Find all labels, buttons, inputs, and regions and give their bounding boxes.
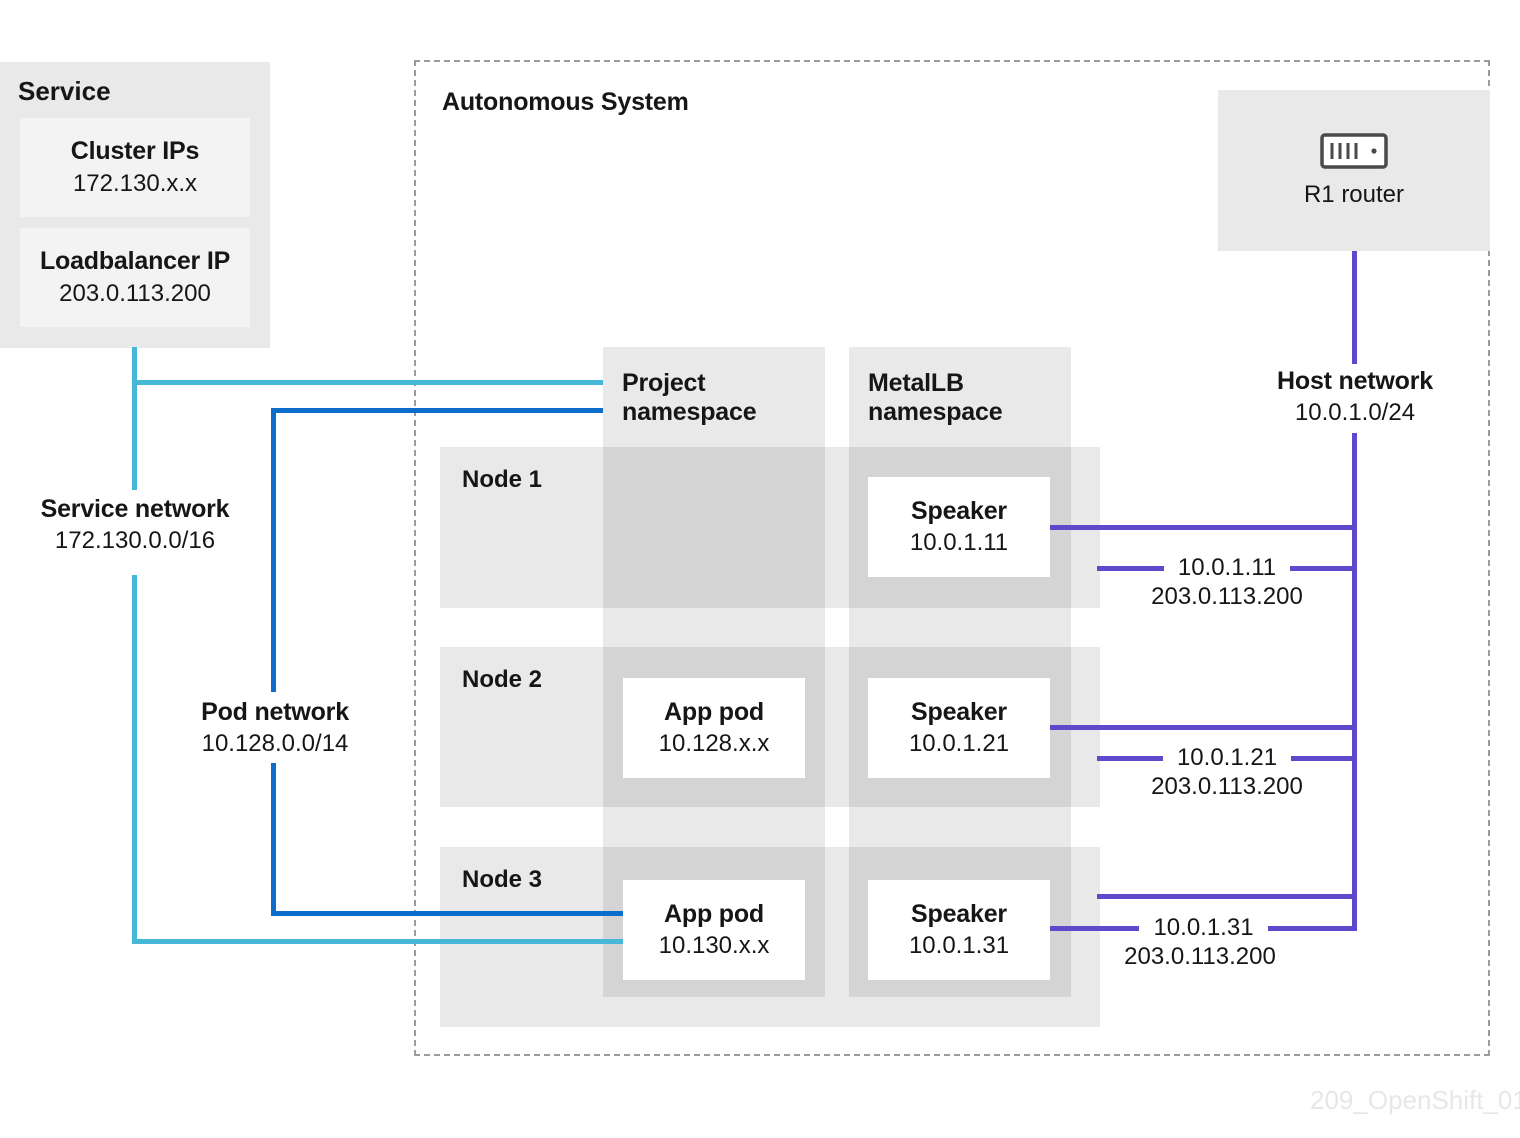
- router-icon: [1320, 132, 1388, 169]
- speaker-ip: 10.0.1.31: [908, 932, 1010, 959]
- cluster-ips-label: Cluster IPs: [70, 137, 200, 165]
- line-segment: [1097, 755, 1163, 761]
- line-segment: [1290, 565, 1357, 571]
- node3-row-to-router-line: [1097, 894, 1357, 899]
- node1-link-vip-label: 203.0.113.200: [1151, 583, 1303, 610]
- service-title: Service: [18, 76, 111, 106]
- node3-link-vip-label: 203.0.113.200: [1124, 943, 1276, 970]
- service-network-cidr: 172.130.0.0/16: [54, 527, 216, 554]
- r1-router-label: R1 router: [1303, 180, 1405, 208]
- service-network-label-block: Service network 172.130.0.0/16: [25, 494, 245, 556]
- autonomous-system-label: Autonomous System: [442, 88, 689, 116]
- loadbalancer-ip-label: Loadbalancer IP: [39, 247, 231, 275]
- project-namespace-label: Project namespace: [622, 369, 757, 426]
- pod-network-branch-to-app-pod: [271, 911, 623, 916]
- service-network-label: Service network: [40, 495, 230, 523]
- loadbalancer-ip-box: Loadbalancer IP 203.0.113.200: [20, 228, 250, 327]
- speaker-label: Speaker: [911, 900, 1007, 928]
- node2-link-ip-label: 10.0.1.21: [1176, 744, 1278, 771]
- service-network-branch-to-project-namespace: [132, 380, 603, 385]
- host-network-label-block: Host network 10.0.1.0/24: [1245, 366, 1465, 428]
- host-network-vertical-lower: [1352, 433, 1357, 930]
- speaker-label: Speaker: [911, 497, 1007, 525]
- loadbalancer-ip-value: 203.0.113.200: [59, 280, 211, 307]
- speaker-label: Speaker: [911, 698, 1007, 726]
- host-network-vertical-upper: [1352, 251, 1357, 364]
- app-pod-ip: 10.130.x.x: [658, 932, 770, 959]
- metallb-namespace-label: MetalLB namespace: [868, 369, 1003, 426]
- node1-speaker-to-router-line: [1050, 525, 1357, 530]
- app-pod-box-node2: App pod 10.128.x.x: [623, 678, 805, 778]
- pod-network-label: Pod network: [201, 698, 349, 726]
- node2-advertised-route-line: 10.0.1.21: [1097, 743, 1357, 773]
- cluster-ips-value: 172.130.x.x: [72, 170, 198, 197]
- service-network-vertical-upper: [132, 347, 137, 490]
- speaker-ip: 10.0.1.11: [909, 529, 1009, 556]
- node-1-label: Node 1: [462, 466, 543, 493]
- watermark: 209_OpenShift_0122: [1310, 1085, 1520, 1115]
- node3-link-ip-label: 10.0.1.31: [1153, 914, 1254, 941]
- speaker-ip: 10.0.1.21: [908, 730, 1010, 757]
- app-pod-label: App pod: [664, 900, 764, 928]
- host-network-cidr: 10.0.1.0/24: [1294, 399, 1416, 426]
- line-segment: [1097, 565, 1164, 571]
- pod-network-branch-to-project-namespace: [271, 408, 603, 413]
- pod-network-vertical-lower: [271, 763, 276, 916]
- service-network-vertical-lower: [132, 575, 137, 944]
- pod-network-cidr: 10.128.0.0/14: [201, 730, 349, 757]
- node3-advertised-route-line: 10.0.1.31: [1050, 913, 1357, 943]
- autonomous-system-box: [414, 60, 1490, 1056]
- cluster-ips-box: Cluster IPs 172.130.x.x: [20, 118, 250, 217]
- node2-link-vip-label: 203.0.113.200: [1151, 773, 1303, 800]
- node-2-label: Node 2: [462, 666, 543, 693]
- speaker-box-node1: Speaker 10.0.1.11: [868, 477, 1050, 577]
- app-pod-ip: 10.128.x.x: [658, 730, 770, 757]
- app-pod-label: App pod: [664, 698, 764, 726]
- speaker-box-node3: Speaker 10.0.1.31: [868, 880, 1050, 980]
- app-pod-box-node3: App pod 10.130.x.x: [623, 880, 805, 980]
- pod-network-label-block: Pod network 10.128.0.0/14: [165, 697, 385, 759]
- pod-network-vertical-upper: [271, 408, 276, 692]
- node1-link-ip-label: 10.0.1.11: [1177, 554, 1277, 581]
- line-segment: [1050, 925, 1140, 931]
- service-network-branch-to-app-pod: [132, 939, 623, 944]
- node-3-label: Node 3: [462, 866, 543, 893]
- line-segment: [1267, 925, 1357, 931]
- node1-advertised-route-line: 10.0.1.11: [1097, 553, 1357, 583]
- line-segment: [1291, 755, 1357, 761]
- r1-router-box: R1 router: [1218, 90, 1490, 251]
- node2-speaker-to-router-line: [1050, 725, 1357, 730]
- speaker-box-node2: Speaker 10.0.1.21: [868, 678, 1050, 778]
- host-network-label: Host network: [1277, 367, 1433, 395]
